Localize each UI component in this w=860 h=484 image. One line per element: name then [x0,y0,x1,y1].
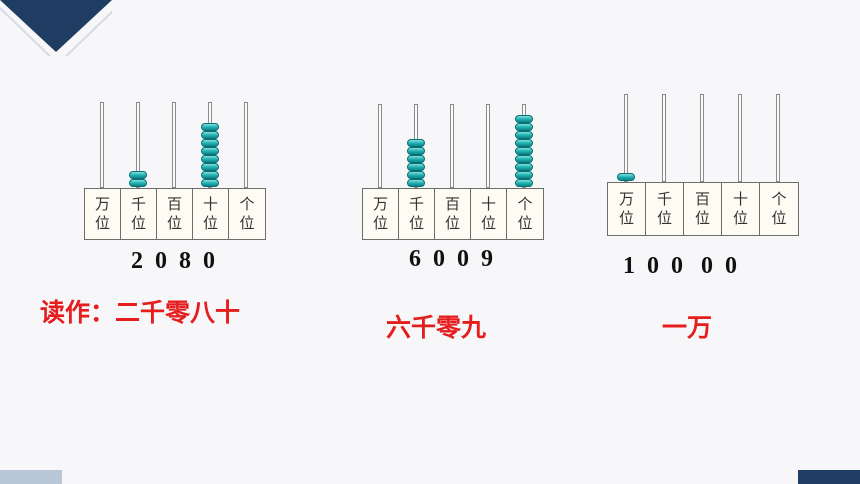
abacus-bead [515,155,533,163]
abacus-bead [407,139,425,147]
reading-6009: 六千零九 [386,313,487,342]
place-ge: 个位 [517,195,533,232]
abacus-rod [486,104,490,188]
abacus-bead [201,155,219,163]
place-bai: 百位 [435,189,471,239]
abacus-rod [662,94,666,182]
place-qian: 千位 [646,183,684,235]
abacus-bead [201,179,219,187]
abacus-bead [515,123,533,131]
place-wan: 万位 [608,183,646,235]
number-2080: 2 0 8 0 [131,248,215,274]
abacus-bead [617,173,635,181]
place-value-board: 万位 千位 百位 十位 个位 [362,188,544,240]
place-wan: 万位 [363,189,399,239]
abacus-rod [172,102,176,188]
place-ge: 个位 [771,190,787,227]
place-value-board: 万位 千位 百位 十位 个位 [607,182,799,236]
place-ge: 个位 [239,195,255,232]
abacus-bead [201,123,219,131]
abacus-bead [515,171,533,179]
footer-bar-right [798,470,860,484]
place-qian: 千位 [399,189,435,239]
abacus-10000: 万位 千位 百位 十位 个位 [607,92,799,238]
abacus-bead [515,163,533,171]
abacus-rod [244,102,248,188]
place-shi: 十位 [722,183,760,235]
abacus-bead [201,171,219,179]
abacus-bead [129,171,147,179]
number-6009: 6 0 0 9 [409,246,493,272]
place-bai: 百位 [157,189,193,239]
corner-triangle-decoration [0,0,112,56]
abacus-rod [700,94,704,182]
abacus-bead [407,179,425,187]
footer-bar-left [0,470,62,484]
abacus-rod [100,102,104,188]
number-10000: 1 0 0 0 0 [623,253,737,279]
abacus-rod [624,94,628,182]
abacus-bead [129,179,147,187]
abacus-bead [407,171,425,179]
abacus-2080: 万位 千位 百位 十位 个位 [84,100,266,240]
place-shi: 十位 [471,189,507,239]
reading-10000: 一万 [662,313,713,342]
abacus-bead [201,139,219,147]
abacus-rod [136,102,140,188]
abacus-bead [407,155,425,163]
abacus-bead [201,147,219,155]
abacus-bead [407,163,425,171]
reading-2080: 读作：二千零八十 [40,298,241,327]
abacus-rod [450,104,454,188]
place-bai: 百位 [684,183,722,235]
place-shi: 十位 [193,189,229,239]
abacus-bead [201,163,219,171]
abacus-bead [201,131,219,139]
abacus-rod [378,104,382,188]
abacus-bead [515,131,533,139]
place-qian: 千位 [121,189,157,239]
abacus-6009: 万位 千位 百位 十位 个位 [362,102,544,242]
abacus-rod [776,94,780,182]
abacus-bead [515,139,533,147]
abacus-bead [515,147,533,155]
place-value-board: 万位 千位 百位 十位 个位 [84,188,266,240]
abacus-bead [515,115,533,123]
place-wan: 万位 [85,189,121,239]
abacus-rod [738,94,742,182]
abacus-bead [515,179,533,187]
abacus-bead [407,147,425,155]
